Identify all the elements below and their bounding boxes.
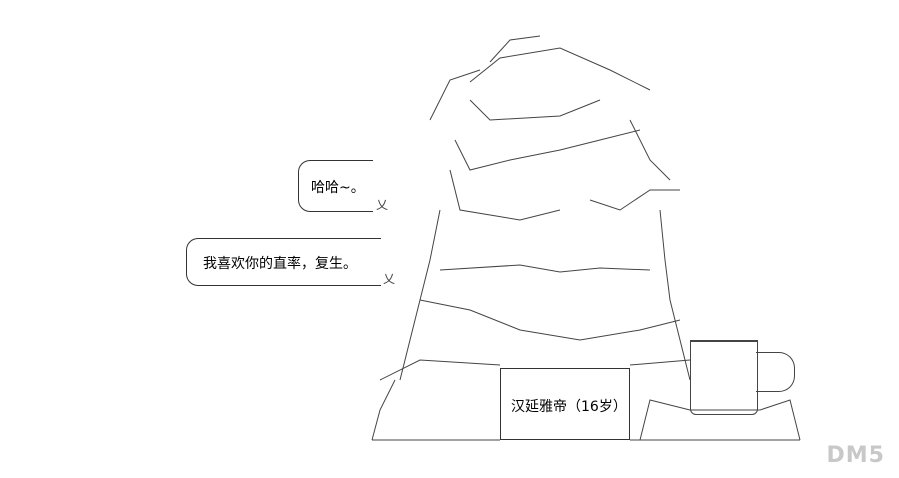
body-left-line [399, 209, 441, 381]
speech-bubble-1-text: 哈哈~。 [311, 180, 365, 196]
arm-line [439, 264, 651, 273]
hat-tip-line [489, 35, 541, 63]
hair-right-line [629, 119, 671, 181]
robe-hem-left-line [371, 379, 396, 441]
hat-brim-line [469, 47, 651, 91]
speech-bubble-2: 我喜欢你的直率，复生。 [186, 238, 381, 286]
cheek-line [454, 129, 641, 171]
body-right-line [659, 209, 691, 381]
mug-handle [756, 352, 795, 392]
bubble-1-tail: 乂 [376, 198, 389, 212]
watermark-logo: DM5 [827, 443, 885, 468]
robe-fold-line [419, 299, 681, 341]
mug [690, 340, 758, 415]
sleeve-left-line [379, 359, 501, 381]
name-sign-text: 汉延雅帝（16岁） [511, 399, 627, 415]
speech-bubble-2-text: 我喜欢你的直率，复生。 [203, 256, 357, 272]
bubble-2-tail: 乂 [383, 272, 396, 286]
robe-hem-right-line [639, 399, 801, 441]
collar-right-line [589, 189, 680, 211]
watermark-text: DM5 [826, 443, 885, 468]
name-sign: 汉延雅帝（16岁） [500, 368, 630, 440]
collar-left-line [449, 169, 561, 221]
hair-left-line [429, 69, 481, 121]
sleeve-right-line [629, 359, 691, 366]
speech-bubble-1: 哈哈~。 [298, 160, 373, 212]
face-line [469, 99, 601, 121]
